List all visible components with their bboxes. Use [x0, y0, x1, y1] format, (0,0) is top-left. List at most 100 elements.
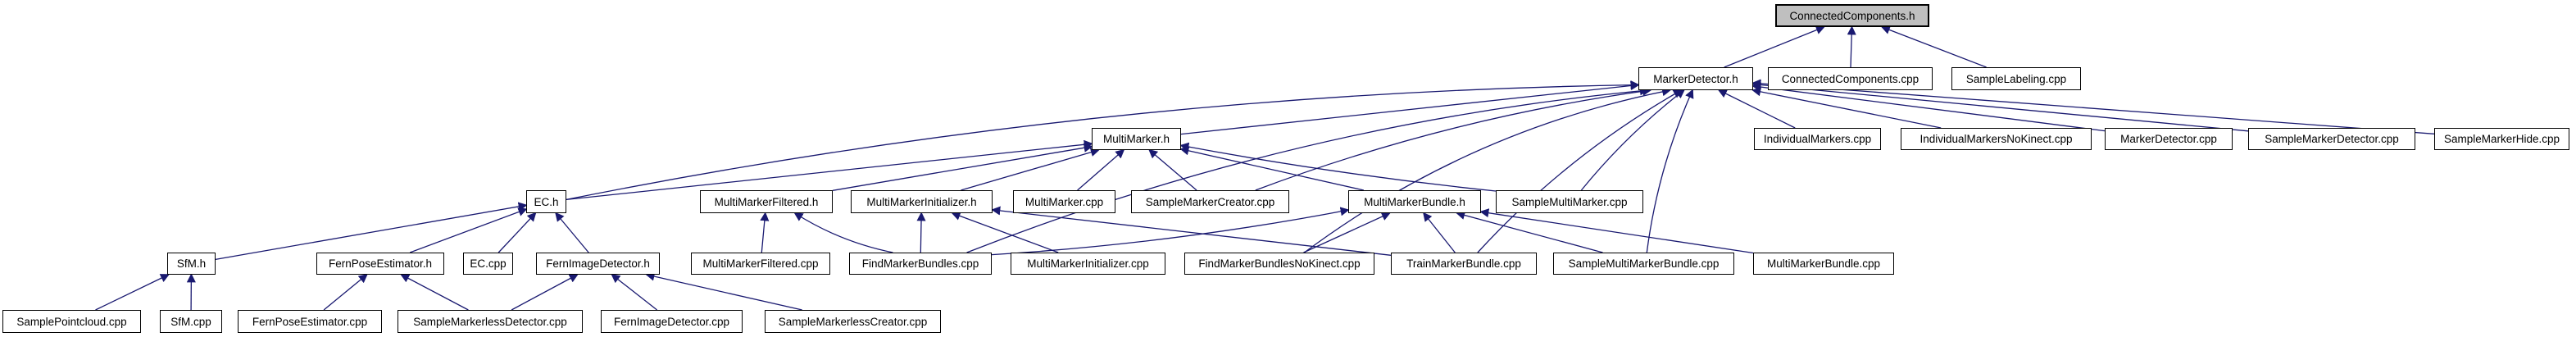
node-label: MarkerDetector.h	[1653, 72, 1738, 85]
edge-multimarkerfiltered-cpp-to-multimarkerfiltered-h	[760, 212, 770, 253]
edge-fernimagedetector-cpp-to-fernimagedetector-h	[611, 273, 658, 311]
edge-samplemarkerlessdetector-cpp-to-fernimagedetector-h	[511, 274, 579, 311]
node-multimarkerfiltered-cpp[interactable]: MultiMarkerFiltered.cpp	[691, 253, 830, 275]
node-ec-cpp[interactable]: EC.cpp	[463, 253, 513, 275]
edge-ec-cpp-to-ec-h	[497, 212, 537, 253]
edge-individualmarkersnokinect-cpp-to-markerdetector-h	[1751, 87, 1942, 129]
node-fernposeestimator-cpp[interactable]: FernPoseEstimator.cpp	[238, 310, 382, 333]
node-label: FernImageDetector.cpp	[613, 315, 730, 328]
node-individualmarkersnokinect-cpp[interactable]: IndividualMarkersNoKinect.cpp	[1901, 128, 2092, 150]
node-individualmarkers-cpp[interactable]: IndividualMarkers.cpp	[1754, 128, 1881, 150]
node-findmarkerbundles-cpp[interactable]: FindMarkerBundles.cpp	[849, 253, 992, 275]
edge-findmarkerbundles-cpp-to-multimarkerfiltered-h	[793, 212, 893, 253]
edge-samplemarkercreator-cpp-to-multimarker-h	[1148, 148, 1197, 191]
node-samplemultimarker-cpp[interactable]: SampleMultiMarker.cpp	[1496, 190, 1643, 213]
node-multimarker-h[interactable]: MultiMarker.h	[1092, 128, 1181, 150]
node-samplemarkerdetector-cpp[interactable]: SampleMarkerDetector.cpp	[2248, 128, 2415, 150]
node-trainmarkerbundle-cpp[interactable]: TrainMarkerBundle.cpp	[1391, 253, 1537, 275]
node-label: SampleMultiMarker.cpp	[1511, 195, 1628, 208]
node-multimarkerbundle-h[interactable]: MultiMarkerBundle.h	[1348, 190, 1481, 213]
node-findmarkerbundlesnokinect-cpp[interactable]: FindMarkerBundlesNoKinect.cpp	[1184, 253, 1374, 275]
node-label: SampleMarkerlessCreator.cpp	[778, 315, 928, 328]
edge-samplemarkerlesscreator-cpp-to-fernimagedetector-h	[645, 271, 802, 311]
node-label: IndividualMarkersNoKinect.cpp	[1920, 133, 2073, 145]
node-label: FindMarkerBundles.cpp	[861, 257, 979, 270]
node-fernimagedetector-h[interactable]: FernImageDetector.h	[536, 253, 660, 275]
node-label: EC.h	[534, 195, 559, 208]
edge-samplemarkerhide-cpp-to-markerdetector-h	[1751, 79, 2435, 134]
edge-multimarkerbundle-h-to-multimarker-h	[1179, 146, 1365, 191]
edge-ec-h-to-multimarker-h	[566, 139, 1093, 201]
node-label: FindMarkerBundlesNoKinect.cpp	[1198, 257, 1361, 270]
edge-multimarker-cpp-to-multimarker-h	[1077, 148, 1125, 191]
edge-multimarkerbundle-cpp-to-multimarkerbundle-h	[1479, 208, 1754, 254]
edge-multimarkerinitializer-h-to-multimarker-h	[961, 148, 1100, 191]
node-label: SfM.h	[176, 257, 207, 270]
edge-connectedcomponents-cpp-to-connectedcomponents-h	[1847, 25, 1856, 68]
node-label: MultiMarkerBundle.h	[1364, 195, 1465, 208]
node-sfm-h[interactable]: SfM.h	[167, 253, 216, 275]
node-samplemultimarkerbundle-cpp[interactable]: SampleMultiMarkerBundle.cpp	[1553, 253, 1734, 275]
edge-findmarkerbundlesnokinect-cpp-to-multimarkerbundle-h	[1303, 212, 1391, 253]
edge-findmarkerbundles-cpp-to-multimarkerbundle-h	[991, 207, 1350, 256]
edge-ec-h-to-markerdetector-h	[566, 80, 1640, 201]
node-fernimagedetector-cpp[interactable]: FernImageDetector.cpp	[601, 310, 743, 333]
edge-samplemultimarker-cpp-to-multimarker-h	[1179, 142, 1497, 192]
node-label: FernImageDetector.h	[546, 257, 650, 270]
edge-samplemultimarkerbundle-cpp-to-multimarkerbundle-h	[1456, 211, 1603, 253]
node-fernposeestimator-h[interactable]: FernPoseEstimator.h	[316, 253, 444, 275]
node-label: IndividualMarkers.cpp	[1763, 133, 1872, 145]
node-label: ConnectedComponents.h	[1789, 9, 1915, 22]
node-samplemarkerhide-cpp[interactable]: SampleMarkerHide.cpp	[2434, 128, 2569, 150]
node-sfm-cpp[interactable]: SfM.cpp	[160, 310, 222, 333]
node-multimarkerinitializer-cpp[interactable]: MultiMarkerInitializer.cpp	[1011, 253, 1165, 275]
node-label: SampleLabeling.cpp	[1965, 72, 2067, 85]
edge-trainmarkerbundle-cpp-to-multimarkerinitializer-h	[991, 206, 1392, 256]
edge-multimarkerinitializer-cpp-to-multimarkerinitializer-h	[951, 212, 1059, 253]
node-label: FernPoseEstimator.cpp	[252, 315, 368, 328]
node-markerdetector-h[interactable]: MarkerDetector.h	[1638, 67, 1753, 90]
node-label: FernPoseEstimator.h	[328, 257, 433, 270]
edge-trainmarkerbundle-cpp-to-multimarkerbundle-h	[1423, 212, 1456, 253]
edge-findmarkerbundles-cpp-to-multimarkerinitializer-h	[916, 212, 926, 253]
node-label: MultiMarkerBundle.cpp	[1766, 257, 1881, 270]
node-label: SampleMarkerHide.cpp	[2443, 133, 2560, 145]
node-label: MultiMarkerFiltered.h	[714, 195, 819, 208]
node-samplelabeling-cpp[interactable]: SampleLabeling.cpp	[1951, 67, 2081, 90]
node-label: MultiMarkerFiltered.cpp	[702, 257, 819, 270]
node-multimarkerbundle-cpp[interactable]: MultiMarkerBundle.cpp	[1753, 253, 1894, 275]
node-label: EC.cpp	[470, 257, 507, 270]
edge-samplemarkercreator-cpp-to-markerdetector-h	[1255, 86, 1652, 191]
node-label: SamplePointcloud.cpp	[16, 315, 127, 328]
edge-fernimagedetector-h-to-ec-h	[555, 212, 589, 253]
node-ec-h[interactable]: EC.h	[526, 190, 566, 213]
node-connectedcomponents-h[interactable]: ConnectedComponents.h	[1775, 4, 1929, 27]
edge-samplelabeling-cpp-to-connectedcomponents-h	[1880, 25, 1987, 68]
node-connectedcomponents-cpp[interactable]: ConnectedComponents.cpp	[1768, 67, 1933, 90]
edge-markerdetector-h-to-connectedcomponents-h	[1724, 25, 1825, 68]
edge-fernposeestimator-h-to-ec-h	[409, 207, 528, 253]
node-multimarker-cpp[interactable]: MultiMarker.cpp	[1013, 190, 1115, 213]
edge-individualmarkers-cpp-to-markerdetector-h	[1717, 89, 1796, 129]
edge-multimarker-h-to-markerdetector-h	[1180, 81, 1640, 135]
node-label: MultiMarkerInitializer.h	[866, 195, 977, 208]
node-label: SampleMarkerCreator.cpp	[1145, 195, 1275, 208]
node-label: SampleMarkerDetector.cpp	[2265, 133, 2399, 145]
node-label: TrainMarkerBundle.cpp	[1406, 257, 1521, 270]
node-samplemarkerlesscreator-cpp[interactable]: SampleMarkerlessCreator.cpp	[765, 310, 941, 333]
node-markerdetector-cpp[interactable]: MarkerDetector.cpp	[2105, 128, 2233, 150]
node-label: SampleMultiMarkerBundle.cpp	[1568, 257, 1720, 270]
node-label: SfM.cpp	[170, 315, 211, 328]
node-label: MarkerDetector.cpp	[2120, 133, 2217, 145]
node-multimarkerfiltered-h[interactable]: MultiMarkerFiltered.h	[700, 190, 833, 213]
edge-multimarkerfiltered-h-to-multimarker-h	[832, 143, 1093, 191]
node-multimarkerinitializer-h[interactable]: MultiMarkerInitializer.h	[851, 190, 993, 213]
node-samplemarkercreator-cpp[interactable]: SampleMarkerCreator.cpp	[1131, 190, 1289, 213]
node-samplepointcloud-cpp[interactable]: SamplePointcloud.cpp	[2, 310, 141, 333]
node-samplemarkerlessdetector-cpp[interactable]: SampleMarkerlessDetector.cpp	[398, 310, 583, 333]
node-label: ConnectedComponents.cpp	[1781, 72, 1920, 85]
edge-samplemultimarkerbundle-cpp-to-markerdetector-h	[1646, 89, 1694, 253]
node-label: MultiMarkerInitializer.cpp	[1027, 257, 1149, 270]
